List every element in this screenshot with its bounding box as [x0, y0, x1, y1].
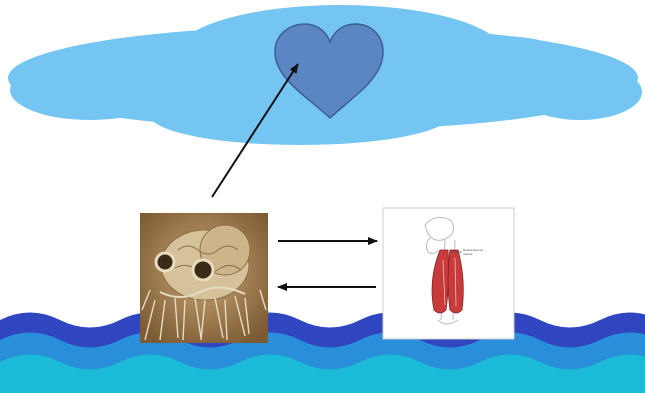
thigh-muscle-illustration: Rectus femoris muscle: [383, 208, 514, 339]
brain-specimen-image: [140, 213, 268, 343]
muscle-annotation-line-2: muscle: [463, 252, 473, 256]
ocean-waves: [0, 313, 645, 393]
